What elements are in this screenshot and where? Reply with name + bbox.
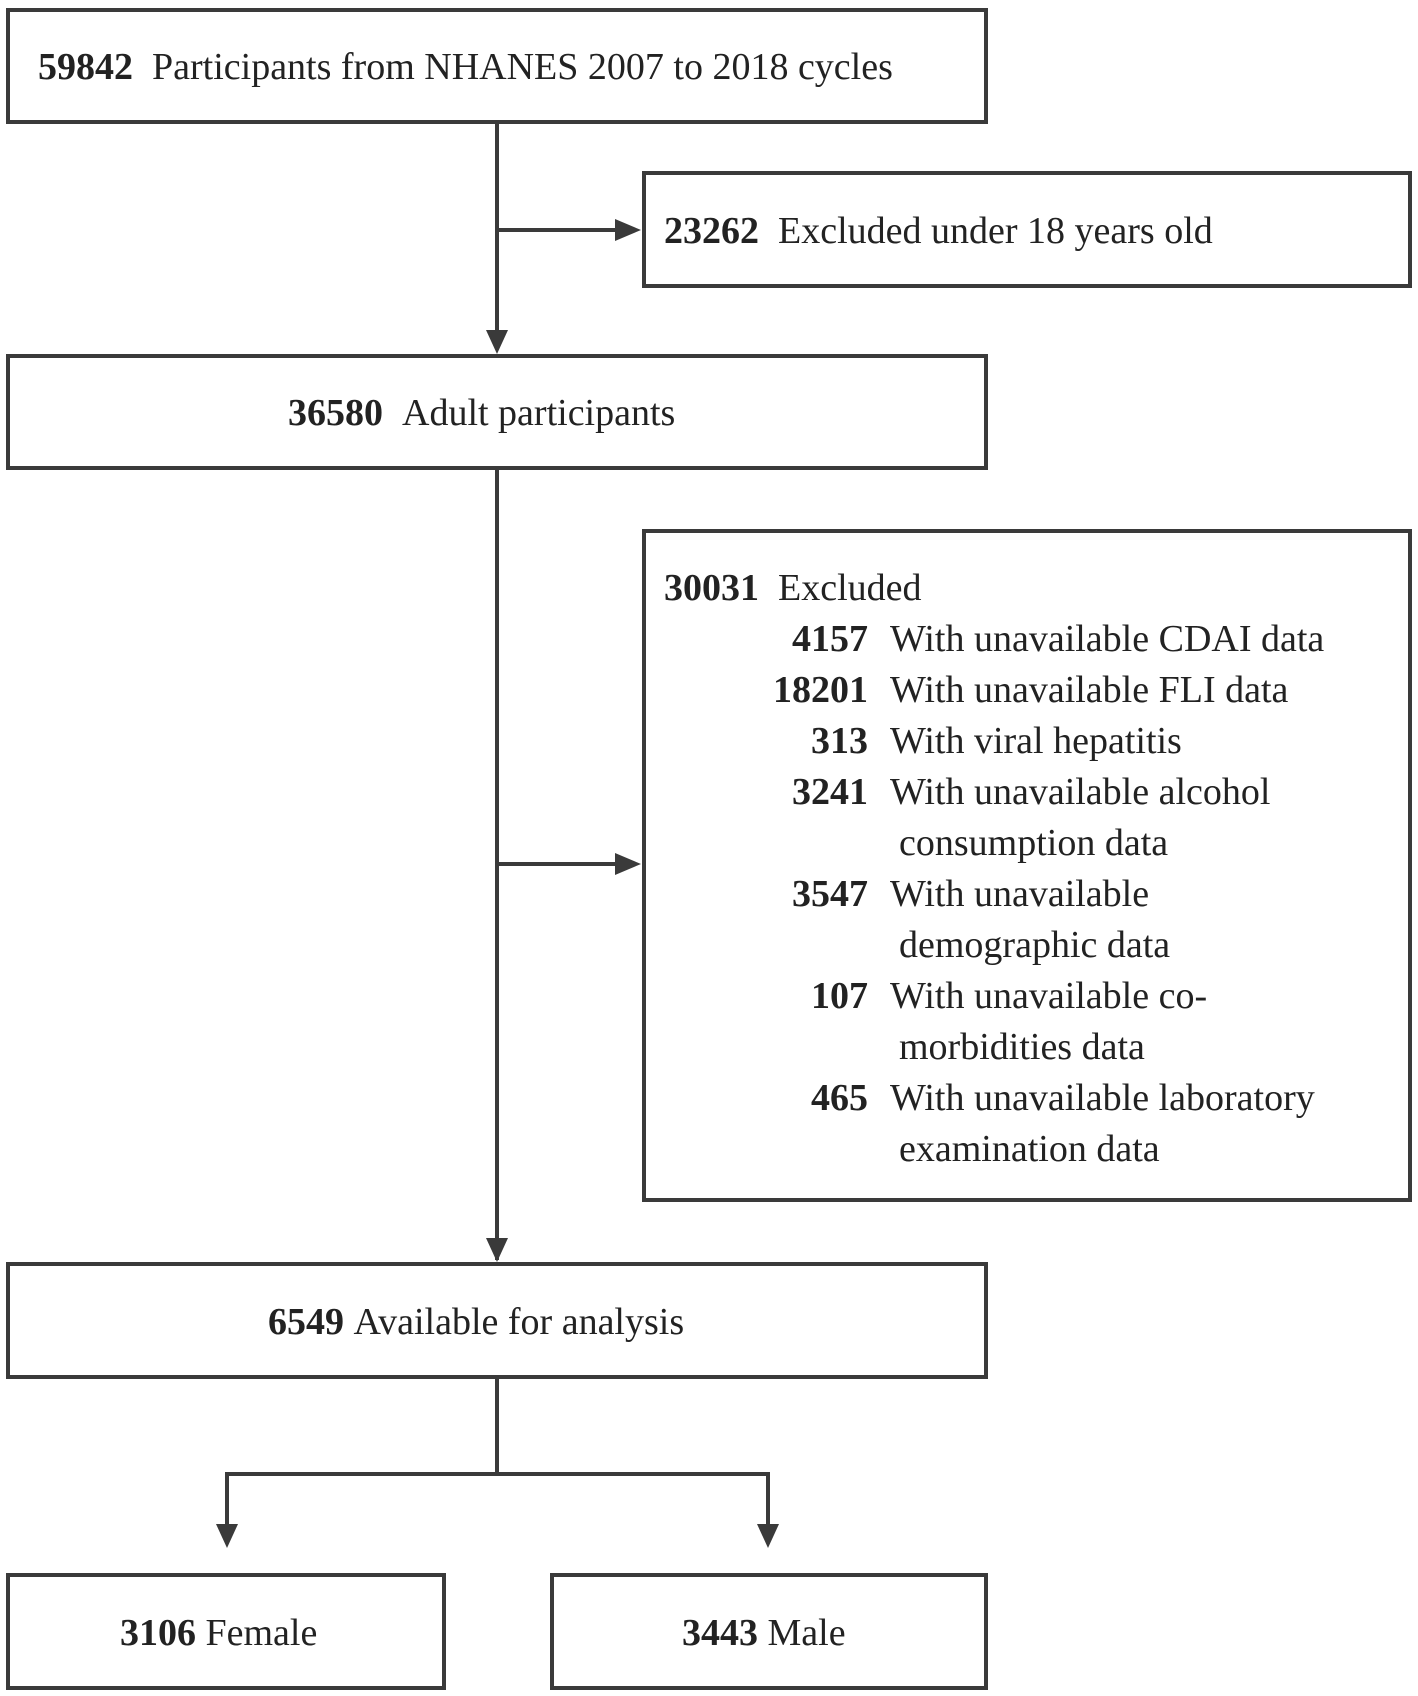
text-male: Male	[767, 1612, 846, 1654]
label-excluded-under-18: 23262 Excluded under 18 years old	[664, 212, 1213, 250]
text-excluded-total: Excluded	[778, 567, 922, 609]
text-unavailable-comorbidities-line2: morbidities data	[899, 1026, 1145, 1068]
text-unavailable-demographic-line1: With unavailable	[890, 873, 1150, 915]
box-female	[6, 1573, 446, 1690]
label-available-for-analysis: 6549 Available for analysis	[268, 1303, 684, 1341]
box-male	[550, 1573, 988, 1690]
count-male: 3443	[682, 1612, 758, 1654]
text-available-for-analysis: Available for analysis	[353, 1301, 685, 1343]
arrowhead-to-excluded-main	[615, 853, 641, 875]
label-female: 3106 Female	[120, 1614, 317, 1652]
label-excluded-total: 30031 Excluded	[664, 569, 922, 607]
text-unavailable-alcohol-line1: With unavailable alcohol	[890, 771, 1271, 813]
count-adult-participants: 36580	[288, 392, 383, 434]
text-unavailable-demographic-line2: demographic data	[899, 924, 1171, 966]
text-nhanes-participants: Participants from NHANES 2007 to 2018 cy…	[152, 46, 893, 88]
arrowhead-to-adults	[486, 330, 508, 354]
connector-to-female	[225, 1472, 229, 1524]
arrowhead-to-male	[757, 1524, 779, 1548]
count-nhanes-participants: 59842	[38, 46, 133, 88]
box-adult-participants	[6, 354, 988, 470]
arrowhead-to-female	[216, 1524, 238, 1548]
box-excluded-under-18	[642, 171, 1412, 288]
count-unavailable-laboratory: 465	[811, 1077, 868, 1119]
connector-to-male	[766, 1472, 770, 1524]
text-adult-participants: Adult participants	[402, 392, 676, 434]
connector-to-excluded-age	[497, 228, 615, 232]
text-unavailable-laboratory-line1: With unavailable laboratory	[890, 1077, 1315, 1119]
count-available-for-analysis: 6549	[268, 1301, 344, 1343]
label-adult-participants: 36580 Adult participants	[288, 394, 675, 432]
box-excluded-criteria	[642, 529, 1412, 1202]
connector-split-horizontal	[225, 1472, 770, 1476]
count-viral-hepatitis: 313	[811, 720, 868, 762]
arrowhead-to-analysis	[486, 1238, 508, 1262]
text-viral-hepatitis: With viral hepatitis	[890, 720, 1182, 762]
text-unavailable-fli: With unavailable FLI data	[890, 669, 1289, 711]
count-unavailable-cdai: 4157	[792, 618, 868, 660]
connector-start-to-adults	[495, 124, 499, 330]
connector-analysis-down	[495, 1379, 499, 1475]
connector-to-excluded-main	[497, 862, 615, 866]
label-nhanes-participants: 59842 Participants from NHANES 2007 to 2…	[38, 48, 893, 86]
text-unavailable-cdai: With unavailable CDAI data	[890, 618, 1325, 660]
count-unavailable-demographic: 3547	[792, 873, 868, 915]
text-excluded-under-18: Excluded under 18 years old	[778, 210, 1213, 252]
text-unavailable-comorbidities-line1: With unavailable co-	[890, 975, 1208, 1017]
count-unavailable-alcohol: 3241	[792, 771, 868, 813]
box-available-for-analysis	[6, 1262, 988, 1379]
count-unavailable-fli: 18201	[773, 669, 868, 711]
count-excluded-under-18: 23262	[664, 210, 759, 252]
count-unavailable-comorbidities: 107	[811, 975, 868, 1017]
label-male: 3443 Male	[682, 1614, 846, 1652]
text-unavailable-laboratory-line2: examination data	[899, 1128, 1160, 1170]
count-excluded-total: 30031	[664, 567, 759, 609]
box-nhanes-participants	[6, 8, 988, 124]
arrowhead-to-excluded-age	[615, 219, 641, 241]
text-female: Female	[205, 1612, 318, 1654]
count-female: 3106	[120, 1612, 196, 1654]
text-unavailable-alcohol-line2: consumption data	[899, 822, 1169, 864]
